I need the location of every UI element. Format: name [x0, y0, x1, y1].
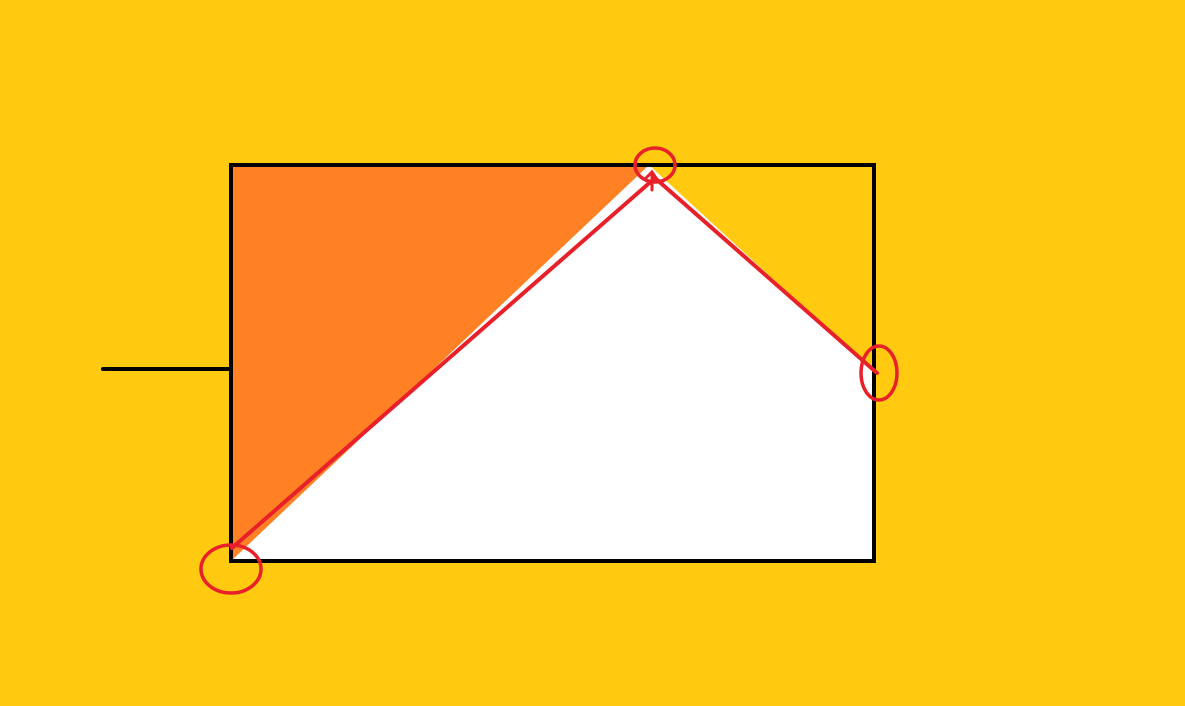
top-marker-tick — [643, 169, 660, 192]
bottom-left-circle-marker — [199, 543, 263, 595]
right-edge-circle-marker — [859, 344, 899, 402]
top-edge-circle-marker — [633, 146, 677, 184]
orange-triangle — [231, 165, 649, 561]
black-rectangle-outline — [229, 163, 876, 563]
